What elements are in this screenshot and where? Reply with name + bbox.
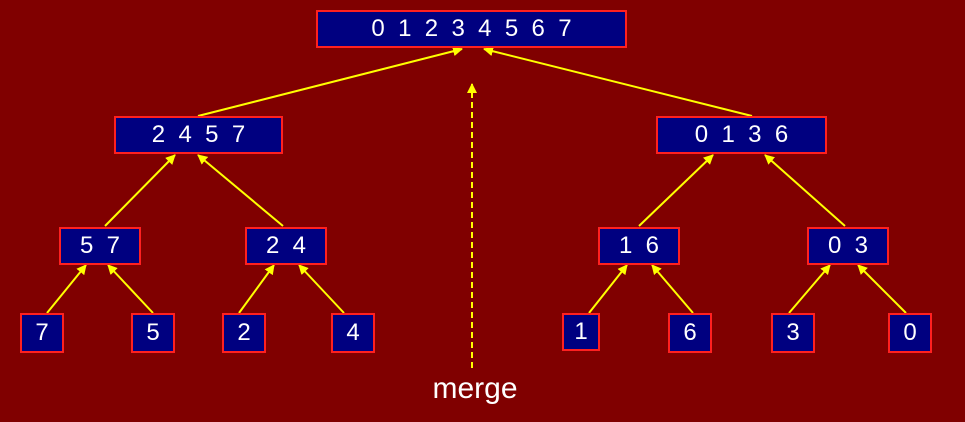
left-pair-2: 2 4 xyxy=(245,227,327,265)
left-merged-array: 2 4 5 7 xyxy=(114,116,283,154)
leaf-node: 2 xyxy=(222,313,266,353)
leaf-node: 6 xyxy=(668,313,712,353)
leaf-node: 3 xyxy=(771,313,815,353)
right-pair-1: 1 6 xyxy=(598,227,680,265)
arrow-r1-to-right xyxy=(638,154,714,227)
merge-label: merge xyxy=(432,372,518,405)
arrow-leaf8-to-r2 xyxy=(857,264,907,314)
arrow-leaf6-to-r1 xyxy=(651,264,694,314)
arrow-left-to-root xyxy=(197,46,463,117)
leaf-node: 7 xyxy=(20,313,64,353)
right-merged-array: 0 1 3 6 xyxy=(656,116,827,154)
leaf-node: 0 xyxy=(888,313,932,353)
arrow-l1-to-left xyxy=(104,154,176,227)
right-pair-2: 0 3 xyxy=(807,227,889,265)
arrow-l2-to-left xyxy=(197,154,284,227)
arrow-leaf1-to-l1 xyxy=(46,264,87,314)
leaf-node: 5 xyxy=(131,313,175,353)
left-pair-1: 5 7 xyxy=(59,227,141,265)
arrow-leaf5-to-r1 xyxy=(588,264,628,314)
arrow-leaf2-to-l1 xyxy=(107,264,154,314)
leaf-node: 1 xyxy=(562,313,600,351)
arrow-right-to-root xyxy=(483,46,753,117)
arrow-leaf7-to-r2 xyxy=(788,264,831,314)
root-array: 0 1 2 3 4 5 6 7 xyxy=(316,10,627,48)
arrow-leaf4-to-l2 xyxy=(298,264,345,314)
arrow-r2-to-right xyxy=(764,154,846,227)
leaf-node: 4 xyxy=(331,313,375,353)
arrow-leaf3-to-l2 xyxy=(238,264,275,314)
